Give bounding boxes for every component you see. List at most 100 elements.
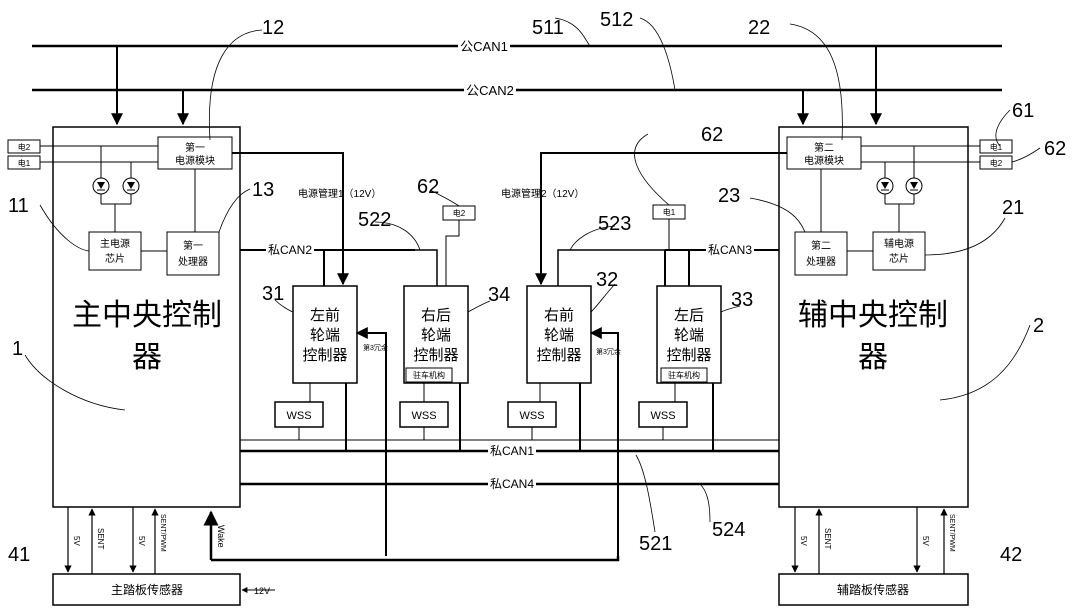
wss-sensor-1: WSS	[274, 383, 324, 428]
parking-mechanism-rl: 驻车机构	[668, 370, 700, 380]
power-management-2: 电源管理2（12V）	[501, 152, 787, 286]
wss-sensor-4: WSS	[638, 383, 688, 428]
aux-central-controller: 辅中央控制 器 第二 电源模块 电1 电2 第二 处理器 辅电源 芯	[778, 126, 1013, 508]
aux-batt2-label: 电2	[990, 158, 1003, 168]
front-left-wheel-controller: 左前 轮端 控制器	[292, 285, 358, 384]
svg-text:12: 12	[262, 17, 284, 39]
svg-text:62: 62	[417, 176, 439, 198]
first-power-module-l2: 电源模块	[175, 154, 215, 167]
front-right-wheel-controller: 右前 轮端 控制器	[526, 285, 592, 384]
svg-text:5V: 5V	[921, 536, 930, 546]
svg-text:控制器: 控制器	[666, 347, 711, 364]
svg-text:轮端: 轮端	[674, 327, 704, 344]
svg-text:21: 21	[1002, 197, 1024, 219]
public-can2-label: 公CAN2	[466, 83, 514, 98]
aux-pedal-sensor: 辅踏板传感器 5V SENT 5V SENT/PWM	[778, 507, 969, 606]
svg-text:62: 62	[1044, 138, 1066, 160]
v12-label: 12V	[254, 586, 270, 596]
private-can2-label: 私CAN2	[268, 243, 312, 257]
svg-text:11: 11	[8, 195, 29, 217]
svg-text:23: 23	[718, 185, 740, 207]
svg-text:右后: 右后	[421, 307, 451, 324]
svg-text:41: 41	[8, 544, 30, 566]
public-can2-bus: 公CAN2	[32, 82, 1002, 98]
aux-controller-title-line2: 器	[858, 341, 888, 374]
power-mgmt2-label: 电源管理2（12V）	[501, 187, 584, 200]
svg-text:5V: 5V	[137, 536, 146, 546]
svg-text:32: 32	[596, 269, 618, 291]
rear-left-wheel-controller: 左后 轮端 控制器 驻车机构	[656, 285, 722, 384]
svg-text:辅踏板传感器: 辅踏板传感器	[837, 582, 909, 597]
main-controller-title-line2: 器	[132, 341, 162, 374]
svg-text:22: 22	[748, 17, 770, 39]
private-can4-label: 私CAN4	[490, 477, 534, 491]
reference-leaders	[24, 17, 1041, 533]
svg-text:SENT/PWM: SENT/PWM	[948, 514, 955, 552]
main-pedal-sensor: 主踏板传感器 12V 5V SENT 5V SENT/PWM Wake	[52, 507, 275, 606]
main-controller-title-line1: 主中央控制	[72, 299, 222, 332]
svg-text:第3冗余: 第3冗余	[596, 347, 621, 356]
public-can1-label: 公CAN1	[460, 39, 508, 54]
rear-right-wheel-controller: 右后 轮端 控制器 驻车机构	[403, 285, 469, 384]
svg-text:控制器: 控制器	[302, 347, 347, 364]
svg-text:电2: 电2	[453, 208, 466, 218]
svg-text:控制器: 控制器	[413, 347, 458, 364]
svg-text:31: 31	[262, 283, 284, 305]
svg-text:33: 33	[731, 289, 753, 311]
aux-batt1-label: 电1	[990, 142, 1003, 152]
parking-mechanism-rr: 驻车机构	[413, 370, 445, 380]
private-can3-label: 私CAN3	[708, 243, 752, 257]
svg-text:524: 524	[712, 519, 745, 541]
svg-text:511: 511	[532, 17, 564, 39]
svg-text:523: 523	[598, 213, 631, 235]
second-power-module-l1: 第二	[814, 141, 834, 154]
svg-text:SENT/PWM: SENT/PWM	[159, 514, 166, 552]
svg-text:轮端: 轮端	[544, 327, 574, 344]
svg-text:左前: 左前	[310, 307, 340, 324]
svg-text:SENT: SENT	[96, 528, 105, 549]
third-redundancy-right: 第3冗余	[589, 327, 621, 556]
svg-text:522: 522	[358, 209, 391, 231]
aux-controller-title-line1: 辅中央控制	[798, 299, 948, 332]
svg-text:WSS: WSS	[650, 410, 675, 422]
svg-text:右前: 右前	[544, 307, 574, 324]
private-can3-bus: 私CAN3	[557, 243, 779, 286]
svg-text:WSS: WSS	[286, 410, 311, 422]
svg-text:WSS: WSS	[411, 410, 436, 422]
first-processor-l2: 处理器	[178, 256, 208, 268]
private-can1-label: 私CAN1	[490, 444, 534, 458]
svg-text:2: 2	[1033, 315, 1044, 337]
aux-power-chip-l1: 辅电源	[884, 237, 914, 250]
svg-text:521: 521	[639, 533, 672, 555]
svg-text:轮端: 轮端	[421, 327, 451, 344]
main-central-controller: 主中央控制 器 第一 电源模块 电2 电1 主电源 芯片 第一 处理器	[7, 126, 241, 508]
main-batt1-label: 电1	[18, 158, 31, 168]
power-management-1: 电源管理1（12V）	[232, 152, 381, 286]
power-mgmt1-label: 电源管理1（12V）	[298, 187, 381, 200]
main-power-chip-l2: 芯片	[105, 252, 125, 265]
svg-text:1: 1	[12, 338, 23, 360]
battery-small-right: 电1	[652, 204, 686, 250]
private-can4-bus: 私CAN4	[240, 477, 779, 491]
svg-text:SENT: SENT	[823, 528, 832, 549]
reference-numbers: 12 511 512 22 61 62 62 62 11 13 23 21 52…	[8, 9, 1066, 566]
main-batt2-label: 电2	[18, 142, 31, 152]
svg-text:34: 34	[488, 284, 510, 306]
second-power-module-l2: 电源模块	[804, 154, 844, 167]
wss-sensor-3: WSS	[507, 383, 557, 428]
svg-text:512: 512	[600, 9, 633, 31]
svg-text:13: 13	[252, 179, 274, 201]
private-can2-bus: 私CAN2	[240, 243, 438, 286]
main-power-chip-l1: 主电源	[100, 237, 130, 250]
svg-text:第3冗余: 第3冗余	[363, 343, 388, 352]
first-power-module-l1: 第一	[185, 141, 205, 154]
svg-text:42: 42	[1000, 544, 1022, 566]
svg-text:主踏板传感器: 主踏板传感器	[111, 582, 183, 597]
public-can1-bus: 公CAN1	[32, 38, 1002, 54]
svg-text:左后: 左后	[674, 307, 704, 324]
svg-text:62: 62	[701, 124, 723, 146]
svg-text:61: 61	[1012, 100, 1034, 122]
svg-text:控制器: 控制器	[536, 347, 581, 364]
second-processor-l2: 处理器	[806, 256, 836, 268]
